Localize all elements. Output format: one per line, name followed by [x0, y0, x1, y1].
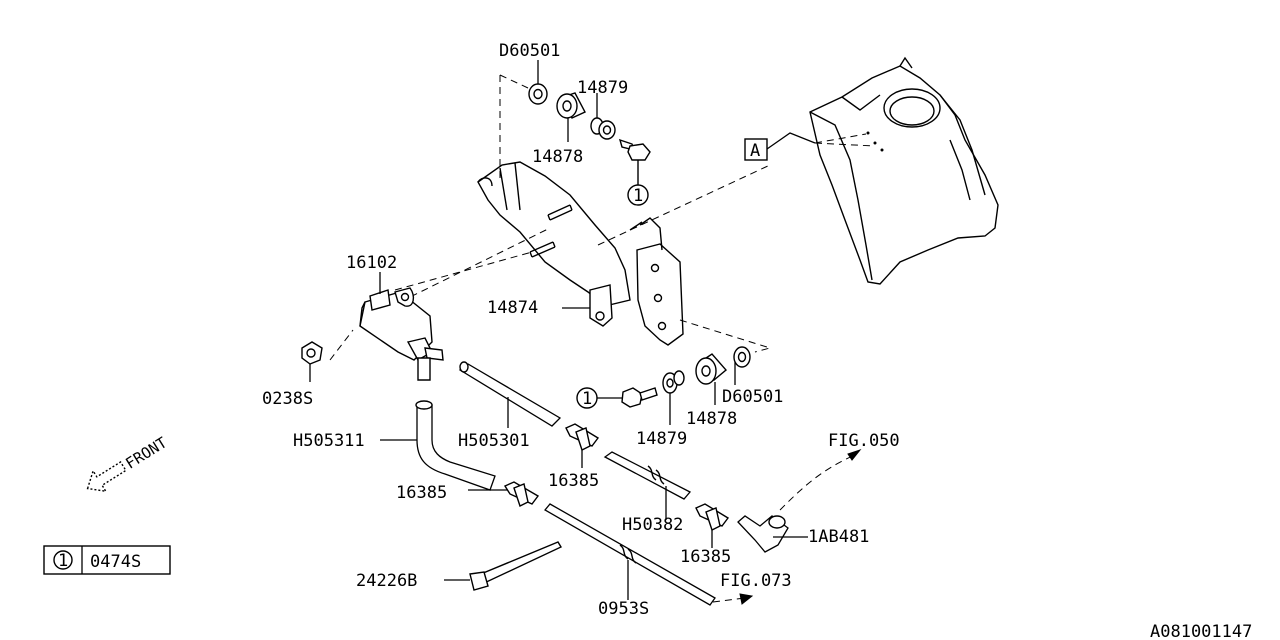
label-h50382: H50382: [622, 515, 683, 535]
label-fig050: FIG.050: [828, 431, 900, 451]
hose-h505311: [415, 400, 496, 491]
nut-0238s: [301, 341, 323, 365]
washer-d60501-top: [528, 83, 548, 105]
hose-h50382: [603, 451, 692, 500]
front-arrow-icon: FRONT: [86, 433, 170, 493]
connector-16385-right: [695, 503, 730, 531]
label-0238s: 0238S: [262, 389, 313, 409]
connector-16385-mid: [565, 423, 600, 451]
cable-tie-24226b: [469, 541, 562, 591]
label-14878-right: 14878: [686, 409, 737, 429]
label-14879-right: 14879: [636, 429, 687, 449]
legend-index: 1: [58, 551, 68, 571]
bolt-top: [618, 138, 651, 185]
circle-one-top: 1: [627, 184, 649, 206]
circle-one-right-label: 1: [582, 389, 592, 409]
collar-14879-top: [590, 117, 616, 140]
connector-16385-left: [503, 481, 540, 507]
circle-one-top-label: 1: [633, 186, 643, 206]
label-d60501-top: D60501: [499, 41, 560, 61]
circle-one-right: 1: [576, 387, 598, 409]
label-16385-right: 16385: [680, 547, 731, 567]
front-label: FRONT: [122, 433, 170, 472]
legend: 1 0474S: [43, 545, 171, 575]
label-24226b: 24226B: [356, 571, 417, 591]
label-fig073: FIG.073: [720, 571, 792, 591]
label-14879-top: 14879: [577, 78, 628, 98]
label-14878-top: 14878: [532, 147, 583, 167]
callout-a: A: [744, 132, 875, 161]
label-h505311: H505311: [293, 431, 365, 451]
bushing-14878-right: [695, 353, 727, 385]
label-d60501-right: D60501: [722, 387, 783, 407]
label-1ab481: 1AB481: [808, 527, 869, 547]
washer-d60501-right: [733, 346, 751, 368]
hose-h505301: [458, 361, 562, 427]
bolt-right: [621, 387, 658, 408]
collar-14879-right: [662, 370, 685, 394]
engine-body: [809, 56, 999, 285]
label-16385-mid: 16385: [548, 471, 599, 491]
bracket-14874: [477, 161, 684, 346]
label-h505301: H505301: [458, 431, 530, 451]
diagram-code: A081001147: [1150, 622, 1252, 640]
callout-a-label: A: [750, 141, 760, 161]
solenoid-valve-16102: [359, 287, 444, 381]
label-0953s: 0953S: [598, 599, 649, 619]
hose-0953s: [544, 503, 716, 606]
label-14874: 14874: [487, 298, 538, 318]
label-16102: 16102: [346, 253, 397, 273]
label-16385-left: 16385: [396, 483, 447, 503]
legend-part: 0474S: [90, 552, 141, 572]
elbow-1ab481: [737, 515, 789, 553]
bushing-14878-top: [556, 92, 586, 119]
